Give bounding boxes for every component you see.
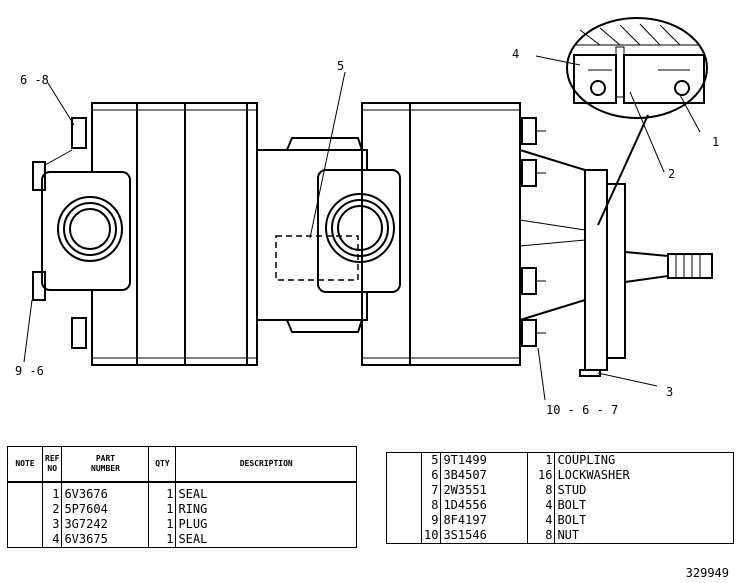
desc-cell: RING: [175, 502, 357, 517]
header-part-number: PART NUMBER: [61, 446, 150, 483]
right-pump-section: [361, 102, 713, 377]
part-cell: 9T1499: [440, 452, 529, 468]
left-pump-section: [32, 102, 258, 366]
header-description: DESCRIPTION: [175, 446, 357, 483]
desc-cell: SEAL: [175, 487, 357, 502]
callout-labels: 4 5 6 -8 9 -6 1 2 3 10 - 6 - 7: [15, 47, 719, 417]
qty-cell: 1: [527, 452, 556, 468]
ref-cell: 9: [420, 513, 442, 528]
ref-cell: 6: [420, 468, 442, 483]
pump-drawing: 4 5 6 -8 9 -6 1 2 3 10 - 6 - 7: [15, 17, 719, 417]
qty-cell: 4: [527, 498, 556, 513]
leader-lines: [23, 55, 701, 401]
qty-cell: 1: [148, 532, 177, 548]
table-row: 7 2W3551 8 STUD: [386, 483, 734, 498]
ref-cell: 2: [41, 502, 63, 517]
part-cell: 5P7604: [61, 502, 150, 517]
table-row: 1 6V3676 1 SEAL: [7, 487, 357, 502]
qty-cell: 8: [527, 528, 556, 544]
header-spacer: [7, 481, 357, 487]
header-note: NOTE: [7, 446, 43, 483]
desc-cell: PLUG: [175, 517, 357, 532]
header-qty: QTY: [148, 446, 177, 483]
desc-cell: BOLT: [554, 513, 734, 528]
callout-10-6-7: 10 - 6 - 7: [546, 403, 618, 417]
callout-9-6: 9 -6: [15, 364, 44, 378]
qty-cell: 8: [527, 483, 556, 498]
callout-6-8: 6 -8: [20, 73, 49, 87]
ref-cell: 4: [41, 532, 63, 548]
callout-4: 4: [512, 47, 519, 61]
callout-2: 2: [668, 167, 675, 181]
callout-3: 3: [666, 385, 673, 399]
qty-cell: 4: [527, 513, 556, 528]
desc-cell: LOCKWASHER: [554, 468, 734, 483]
ref-cell: 10: [420, 528, 442, 544]
drawing-number: 329949: [685, 566, 729, 580]
part-cell: 3S1546: [440, 528, 529, 544]
part-cell: 6V3675: [61, 532, 150, 548]
header-row: NOTE REF NO PART NUMBER QTY DESCRIPTION: [7, 446, 357, 483]
table-row: 2 5P7604 1 RING: [7, 502, 357, 517]
qty-cell: 1: [148, 502, 177, 517]
ref-cell: 1: [41, 487, 63, 502]
ref-cell: 7: [420, 483, 442, 498]
table-row: 4 6V3675 1 SEAL: [7, 532, 357, 548]
table-row: 10 3S1546 8 NUT: [386, 528, 734, 544]
part-cell: 3G7242: [61, 517, 150, 532]
qty-cell: 1: [148, 487, 177, 502]
table-row: 3 3G7242 1 PLUG: [7, 517, 357, 532]
table-row: 8 1D4556 4 BOLT: [386, 498, 734, 513]
part-cell: 8F4197: [440, 513, 529, 528]
qty-cell: 1: [148, 517, 177, 532]
desc-cell: BOLT: [554, 498, 734, 513]
seal-detail-inset: [566, 17, 708, 119]
ref-cell: 3: [41, 517, 63, 532]
part-cell: 1D4556: [440, 498, 529, 513]
desc-cell: SEAL: [175, 532, 357, 548]
callout-1: 1: [712, 135, 719, 149]
table-row: 5 9T1499 1 COUPLING: [386, 452, 734, 468]
desc-cell: COUPLING: [554, 452, 734, 468]
parts-list-left: NOTE REF NO PART NUMBER QTY DESCRIPTION …: [7, 446, 357, 548]
table-row: 6 3B4507 16 LOCKWASHER: [386, 468, 734, 483]
header-ref-no: REF NO: [41, 446, 63, 483]
part-cell: 6V3676: [61, 487, 150, 502]
ref-cell: 5: [420, 452, 442, 468]
table-row: 9 8F4197 4 BOLT: [386, 513, 734, 528]
desc-cell: NUT: [554, 528, 734, 544]
center-adapter: [256, 137, 401, 333]
desc-cell: STUD: [554, 483, 734, 498]
callout-5: 5: [337, 59, 344, 73]
parts-list-right: 5 9T1499 1 COUPLING 6 3B4507 16 LOCKWASH…: [386, 452, 734, 544]
ref-cell: 8: [420, 498, 442, 513]
part-cell: 2W3551: [440, 483, 529, 498]
part-cell: 3B4507: [440, 468, 529, 483]
qty-cell: 16: [527, 468, 556, 483]
